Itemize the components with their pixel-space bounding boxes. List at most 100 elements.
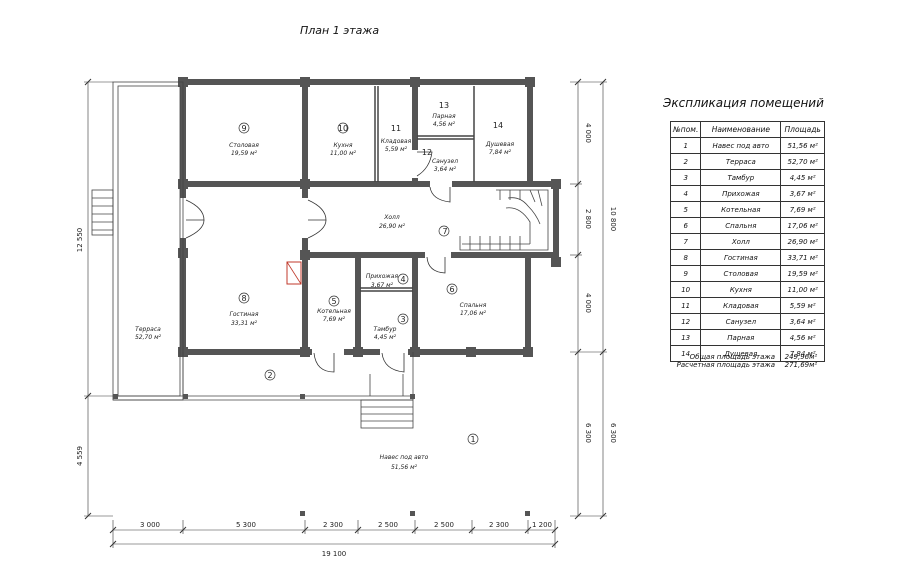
cell-n: 6	[669, 217, 702, 234]
room-number: 11	[391, 124, 401, 133]
room-area: 33,31 м²	[231, 320, 258, 327]
table-header-row: №пом. Наименование Площадь	[669, 121, 825, 138]
room-number: 8	[241, 294, 246, 303]
cell-n: 3	[669, 169, 702, 186]
room-area: 4,45 м²	[374, 334, 397, 341]
cell-name: Навес под авто	[700, 137, 782, 154]
room-name: Парная	[432, 113, 456, 120]
dim-bottom-6: 2 300	[489, 521, 509, 529]
carport-posts	[113, 394, 530, 516]
cell-name: Прихожая	[700, 185, 782, 202]
dim-bottom-3: 2 300	[323, 521, 343, 529]
cell-name: Тамбур	[700, 169, 782, 186]
room-labels: 9 Столовая 19,59 м² 10 Кухня 11,00 м² 11…	[135, 101, 515, 471]
dim-bottom-5: 2 500	[434, 521, 454, 529]
cell-area: 33,71 м²	[780, 249, 825, 266]
room-name: Столовая	[229, 142, 259, 149]
cell-name: Терраса	[700, 153, 782, 170]
room-area: 26,90 м²	[379, 223, 406, 230]
door-gaps	[180, 150, 452, 356]
cell-area: 3,64 м²	[780, 313, 825, 330]
room-area: 7,84 м²	[489, 149, 512, 156]
dim-right-outer-2: 6 300	[609, 423, 617, 443]
dim-right-2: 2 800	[584, 209, 592, 229]
cell-n: 12	[669, 313, 702, 330]
room-name: Котельная	[317, 308, 351, 315]
boiler-cross	[286, 261, 302, 285]
calc-label: Расчетная площадь этажа	[676, 361, 775, 369]
cell-area: 51,56 м²	[780, 137, 825, 154]
cell-name: Спальня	[700, 217, 782, 234]
cell-area: 7,69 м²	[780, 201, 825, 218]
cell-area: 17,06 м²	[780, 217, 825, 234]
room-area: 52,70 м²	[135, 334, 162, 341]
room-area: 51,56 м²	[391, 464, 418, 471]
cell-n: 4	[669, 185, 702, 202]
room-name: Прихожая	[366, 273, 399, 280]
room-number: 4	[400, 275, 405, 284]
dim-right-4: 6 300	[584, 423, 592, 443]
room-number: 7	[442, 227, 447, 236]
dim-right-outer-1: 10 800	[609, 207, 617, 232]
cell-n: 13	[669, 329, 702, 346]
staircase	[459, 189, 549, 251]
room-number: 10	[338, 124, 348, 133]
boiler-unit	[286, 261, 302, 285]
col-area: Площадь	[780, 121, 825, 138]
room-name: Санузел	[432, 158, 458, 165]
calc-value: 271,69м²	[784, 361, 818, 369]
col-name: Наименование	[700, 121, 782, 138]
room-name: Спальня	[460, 302, 487, 309]
cell-area: 26,90 м²	[780, 233, 825, 250]
room-name: Душевая	[485, 141, 515, 148]
cell-name: Парная	[700, 329, 782, 346]
cell-name: Санузел	[700, 313, 782, 330]
cell-area: 52,70 м²	[780, 153, 825, 170]
total-value: 249,96м²	[784, 353, 818, 361]
room-number: 1	[470, 435, 475, 444]
cell-name: Холл	[700, 233, 782, 250]
cell-n: 8	[669, 249, 702, 266]
dimension-labels: 3 000 5 300 2 300 2 500 2 500 2 300 1 20…	[76, 123, 617, 558]
cell-n: 9	[669, 265, 702, 282]
dim-bottom-1: 3 000	[140, 521, 160, 529]
cell-n: 11	[669, 297, 702, 314]
total-label: Общая площадь этажа	[689, 353, 775, 361]
cell-name: Душевая	[700, 345, 782, 362]
room-area: 3,64 м²	[434, 166, 457, 173]
col-number: №пом.	[669, 121, 702, 138]
totals: Общая площадь этажа 249,96м² Расчетная п…	[672, 353, 818, 369]
terrace-steps	[91, 189, 414, 429]
cell-area: 5,59 м²	[780, 297, 825, 314]
dim-bottom-4: 2 500	[378, 521, 398, 529]
cell-n: 1	[669, 137, 702, 154]
dim-bottom-total: 19 100	[322, 550, 347, 558]
cell-n: 14	[669, 345, 702, 362]
room-name: Терраса	[135, 326, 161, 333]
dim-left-1: 12 550	[76, 228, 84, 253]
cell-name: Столовая	[700, 265, 782, 282]
cell-name: Кухня	[700, 281, 782, 298]
room-number: 14	[493, 121, 503, 130]
cell-name: Котельная	[700, 201, 782, 218]
dimension-ticks	[84, 78, 607, 548]
room-name: Холл	[383, 214, 400, 221]
room-area: 5,59 м²	[385, 146, 408, 153]
room-number: 2	[267, 371, 272, 380]
dim-bottom-7: 1 200	[532, 521, 552, 529]
room-number: 5	[331, 297, 336, 306]
